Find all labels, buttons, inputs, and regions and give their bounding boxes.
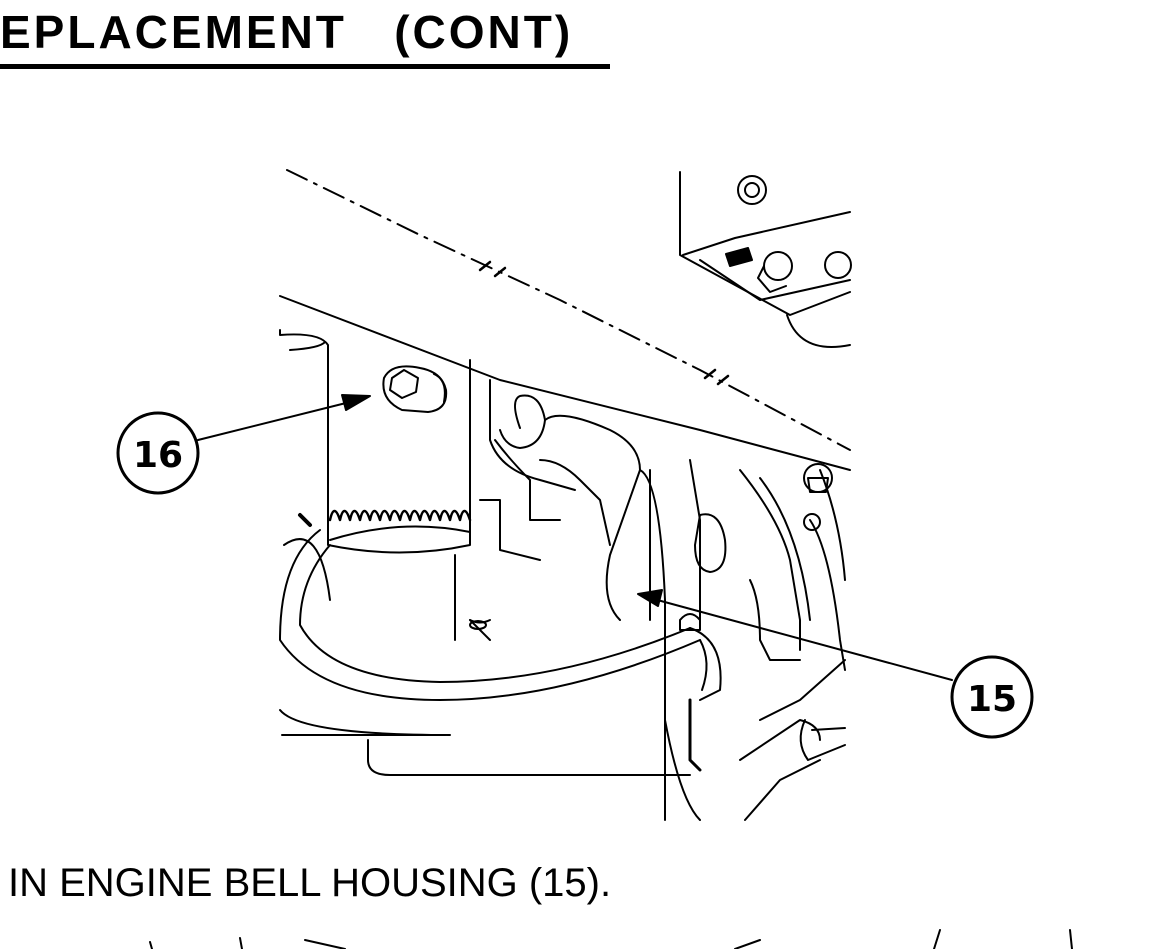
callout-16-label: 16	[133, 435, 183, 476]
upper-bracket	[679, 171, 852, 348]
callout-leader-15	[637, 589, 953, 681]
callout-15-label: 15	[967, 679, 1017, 720]
callout-15: 15	[950, 655, 1034, 739]
heading-underline	[0, 64, 610, 69]
instruction-step-text: IN ENGINE BELL HOUSING (15).	[8, 861, 612, 905]
next-figure-fragment	[149, 929, 1073, 949]
coolant-hose	[279, 513, 722, 701]
pipe-plug	[382, 365, 448, 413]
callout-leader-16	[197, 394, 371, 441]
filter-cylinder	[327, 359, 491, 641]
section-heading: EPLACEMENT (CONT)	[0, 6, 574, 58]
callout-16: 16	[116, 411, 200, 495]
